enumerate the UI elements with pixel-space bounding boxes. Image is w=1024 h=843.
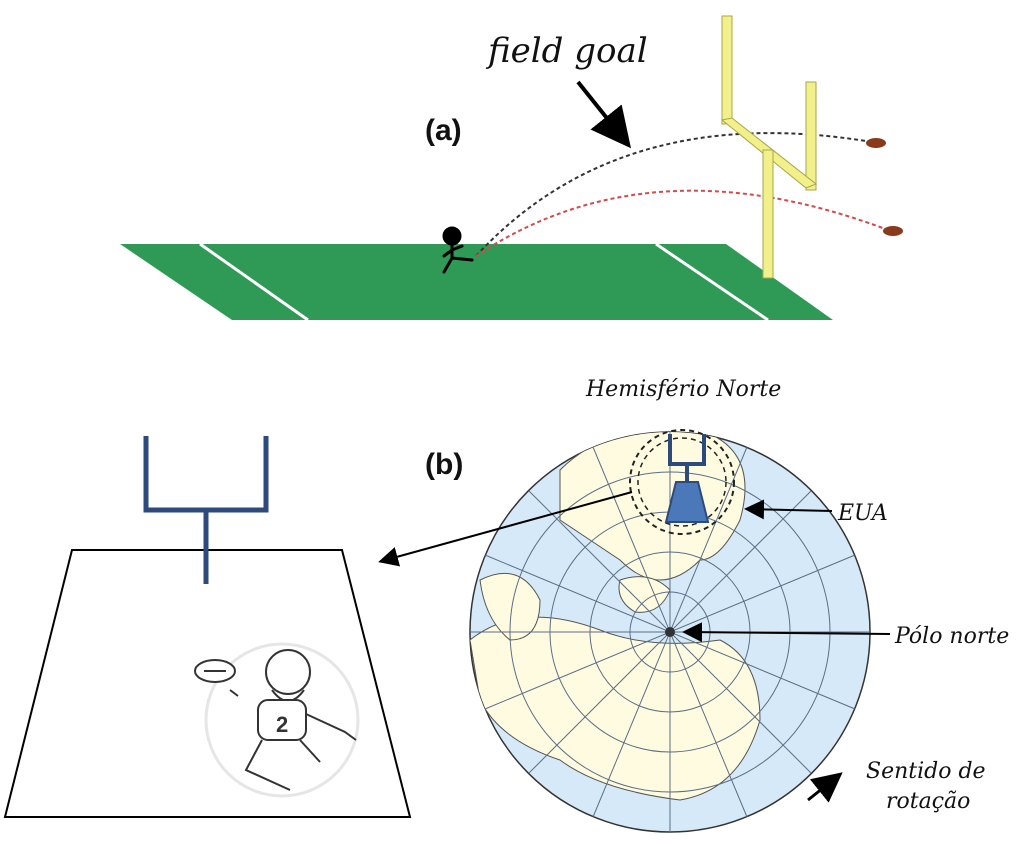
panel-a: (a) field goal xyxy=(120,15,903,322)
yard-line-left xyxy=(199,242,309,322)
rotation-label-line2: rotação xyxy=(886,789,970,814)
football-player-illustration: 2 xyxy=(194,642,360,798)
trajectory-high xyxy=(475,132,873,257)
panel-b: (b) Hemisfério Norte 2 xyxy=(3,377,1009,833)
football-field xyxy=(120,244,833,320)
north-polar-globe xyxy=(469,429,871,833)
usa-mini-field xyxy=(664,481,710,523)
svg-text:2: 2 xyxy=(276,712,288,737)
goalpost-b-left xyxy=(143,436,269,584)
north-america-landmass xyxy=(559,432,746,581)
africa-landmass xyxy=(479,572,541,641)
northern-hemisphere-title: Hemisfério Norte xyxy=(585,377,781,402)
football-low xyxy=(883,226,903,236)
goalpost-b-globe xyxy=(664,434,710,523)
north-pole-marker xyxy=(665,627,675,637)
usa-arrow xyxy=(744,499,833,520)
usa-label: EUA xyxy=(837,501,888,526)
panel-a-label: (a) xyxy=(425,114,462,147)
eurasia-landmass xyxy=(470,616,761,801)
panel-b-label: (b) xyxy=(425,448,463,481)
usa-highlight-outer xyxy=(629,429,735,535)
rotation-label-line1: Sentido de xyxy=(866,759,986,784)
goalpost-a xyxy=(720,15,817,279)
field-goal-arrow xyxy=(576,80,631,149)
usa-highlight-inner xyxy=(637,437,727,527)
trajectory-low xyxy=(475,189,889,257)
yard-line-right xyxy=(655,242,769,322)
zoom-arrow xyxy=(378,491,633,567)
north-pole-arrow xyxy=(682,622,891,643)
north-pole-label: Pólo norte xyxy=(894,624,1009,649)
kicker-figure xyxy=(442,226,474,274)
rotation-arrow xyxy=(807,772,843,803)
football-high xyxy=(866,138,886,148)
field-goal-caption: field goal xyxy=(485,31,648,71)
perspective-field: 2 xyxy=(3,436,412,818)
